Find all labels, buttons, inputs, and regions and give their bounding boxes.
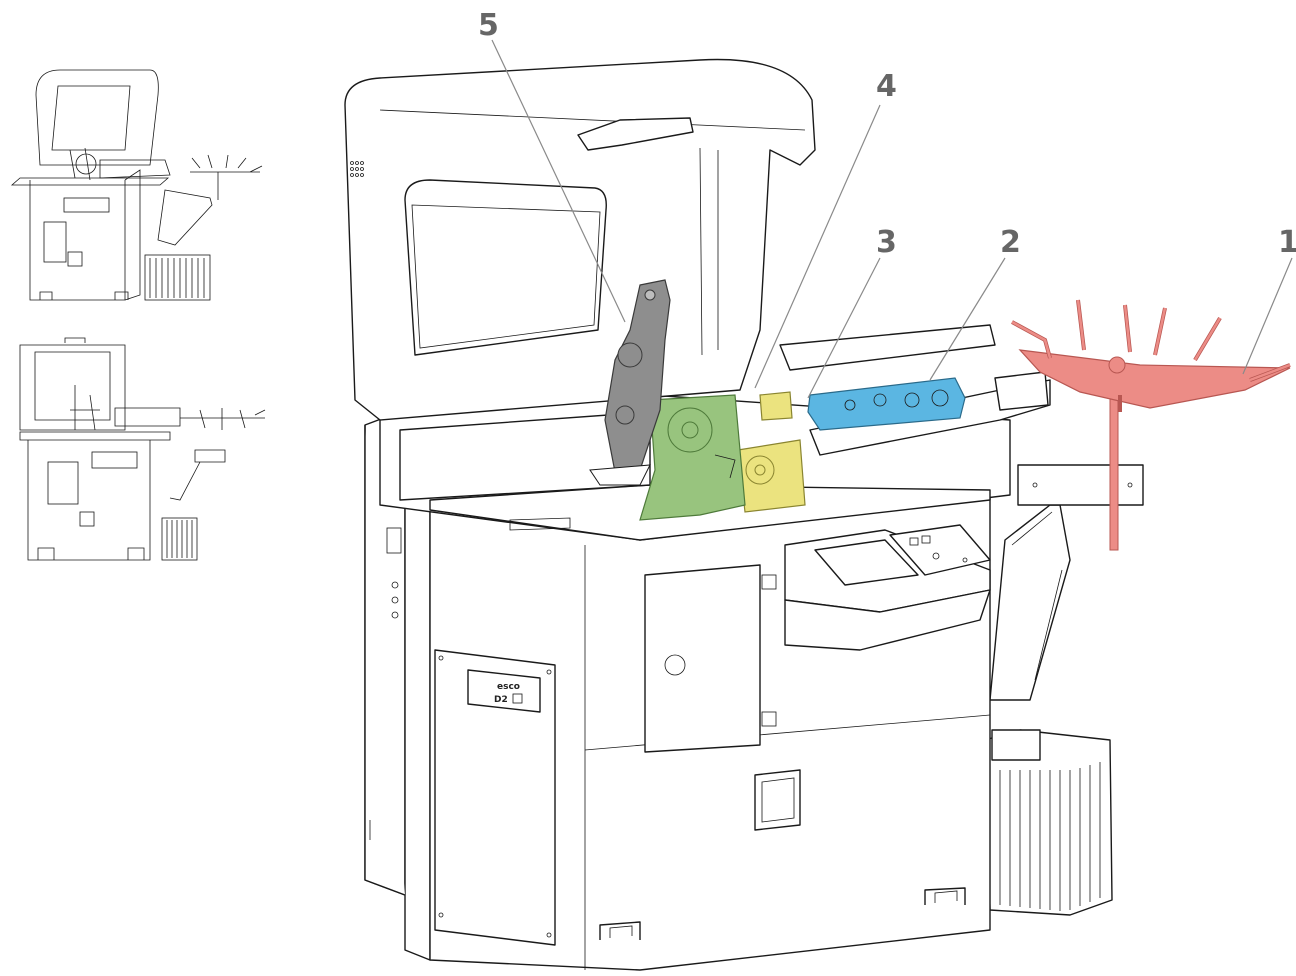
machine-main-view: esco D2 [344,58,1144,971]
leader-5 [491,39,626,323]
callout-labels: 1 2 3 4 5 [478,8,1296,260]
reel-stand [1109,379,1119,551]
callout-1-label: 1 [1278,225,1296,260]
leader-4 [754,104,881,389]
callout-2-label: 2 [1000,225,1021,260]
machine-hood [344,58,816,421]
motor-unit [984,729,1113,916]
callout-leaders [491,39,1293,399]
component-4-bending-head [639,394,746,521]
thumbnail-front-view [19,337,266,561]
thumbnail-perspective-view [10,69,263,301]
nameplate-brand: esco [497,682,520,692]
component-2-straightener [807,377,966,431]
component-1-wire-reel [1011,299,1291,551]
leader-2 [929,257,1006,381]
leader-1 [1242,257,1293,375]
nameplate-model: D2 [494,695,508,705]
callout-3-label: 3 [876,225,897,260]
component-3-feed-unit [737,391,806,513]
callout-5-label: 5 [478,8,499,43]
component-5-cutter-arm [589,279,671,486]
support-arm [989,464,1144,701]
callout-4-label: 4 [876,69,897,104]
wire-guide-cover [779,324,996,371]
leader-3 [807,257,881,399]
control-panel [784,524,991,651]
